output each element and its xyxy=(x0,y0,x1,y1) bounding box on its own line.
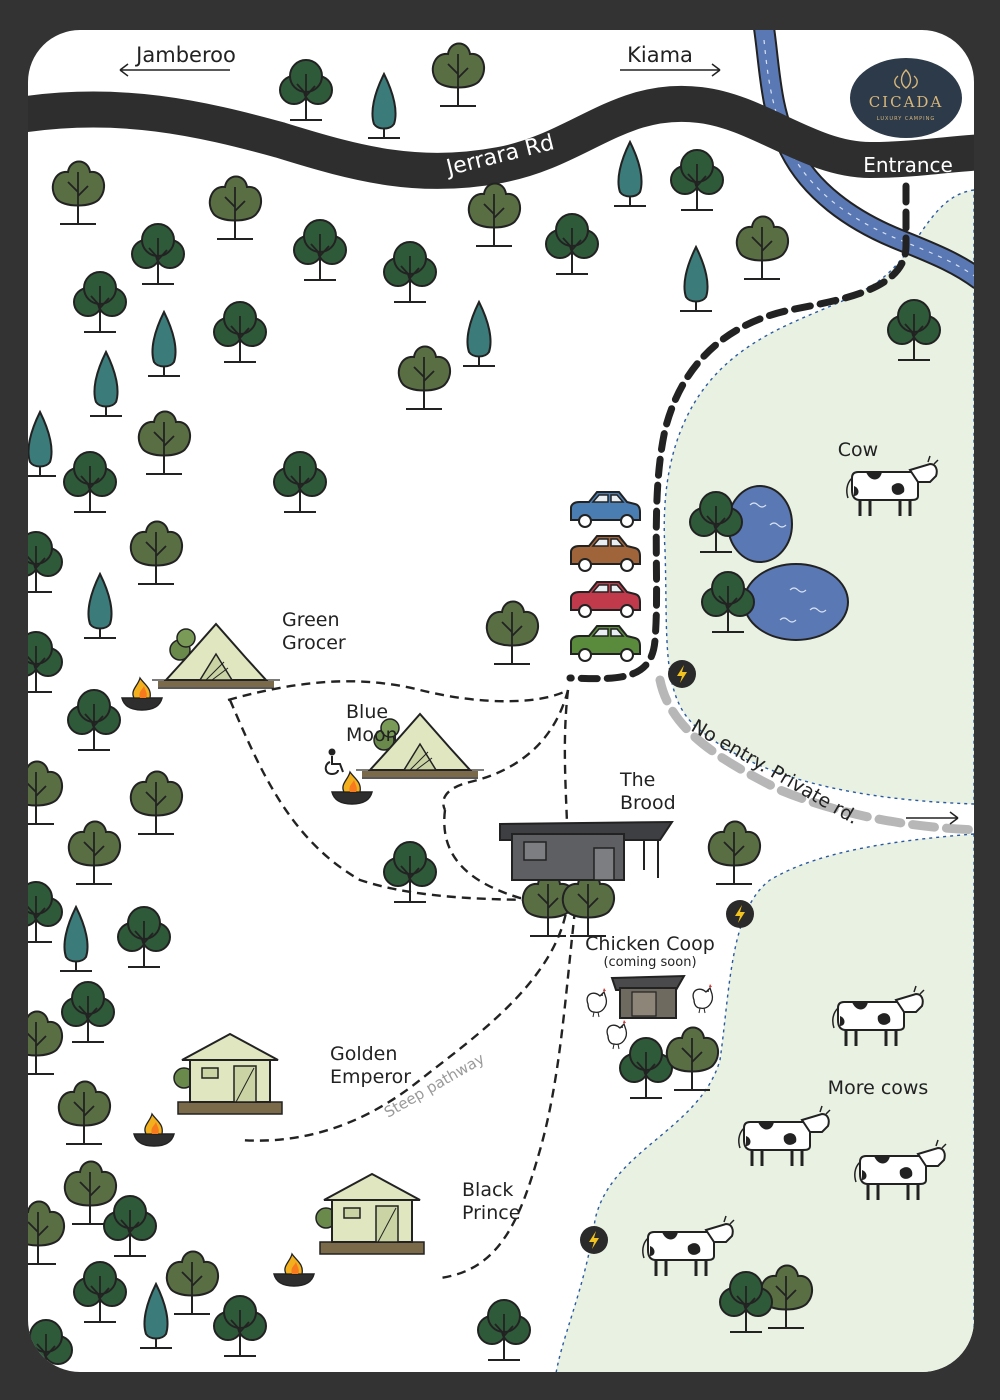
brand-tagline: LUXURY CAMPING xyxy=(877,116,935,122)
ev-charger-icon xyxy=(668,660,696,688)
more-cows-label: More cows xyxy=(828,1077,929,1099)
jerrara-road xyxy=(28,85,974,189)
driveway xyxy=(566,182,910,683)
cow-label: Cow xyxy=(838,439,878,461)
chicken-coop[interactable] xyxy=(586,974,714,1050)
pond xyxy=(689,485,849,641)
wheelchair-icon xyxy=(324,748,344,776)
kiama-label: Kiama xyxy=(627,43,693,67)
private-road xyxy=(655,675,974,835)
ev-charger-icon xyxy=(726,900,754,928)
cicada-logo[interactable]: CICADA LUXURY CAMPING xyxy=(850,58,962,138)
arrow-right-icon xyxy=(906,811,959,825)
the-brood-building[interactable] xyxy=(499,820,674,881)
entrance-label: Entrance xyxy=(863,153,953,177)
jamberoo-label: Jamberoo xyxy=(134,43,236,67)
arrow-left-icon xyxy=(119,63,230,77)
brand-name: CICADA xyxy=(869,93,944,111)
ev-charger-icon xyxy=(580,1226,608,1254)
arrow-right-icon xyxy=(620,63,721,77)
coming-soon-label: (coming soon) xyxy=(603,955,696,970)
chicken-coop-label: Chicken Coop xyxy=(585,933,715,955)
cicada-emblem-icon xyxy=(894,69,918,89)
